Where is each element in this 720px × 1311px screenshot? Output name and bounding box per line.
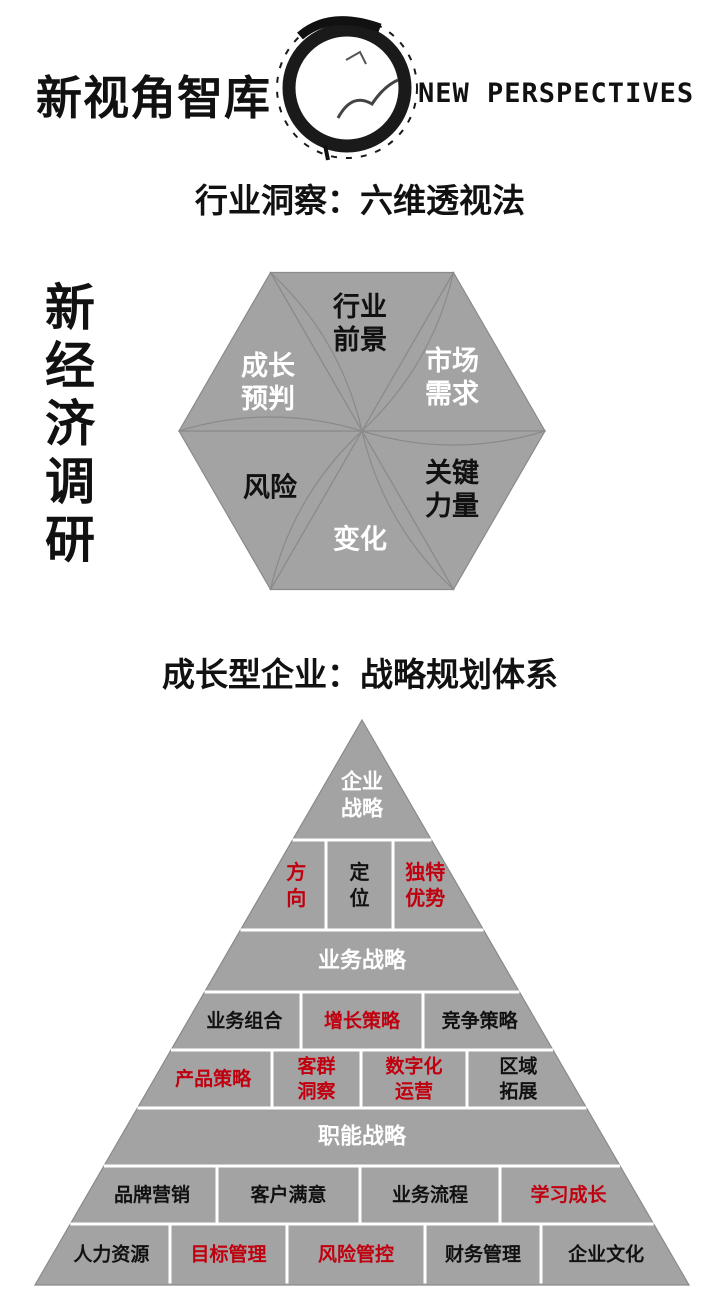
pyramid-cell-label: 方 [286, 860, 306, 884]
pyramid-cell-label: 客群 [297, 1055, 335, 1078]
hexagon-segment-label: 需求 [425, 379, 479, 410]
pyramid-cell-label: 竞争策略 [442, 1009, 519, 1032]
pyramid-cell-label: 位 [350, 886, 370, 910]
pyramid-cell-label: 产品策略 [175, 1067, 252, 1090]
pyramid-cell-label: 拓展 [499, 1080, 537, 1103]
hexagon-divider-line [178, 416, 363, 432]
pyramid-cell-label: 财务管理 [445, 1243, 521, 1266]
pyramid-cell-label: 人力资源 [73, 1243, 149, 1266]
pyramid-cell-label: 增长策略 [324, 1009, 401, 1032]
hexagon-segment-label: 预判 [241, 384, 295, 415]
pyramid-cell-label: 客户满意 [250, 1183, 326, 1206]
pyramid-section-title: 成长型企业：战略规划体系 [162, 655, 558, 694]
pyramid-cell-label: 业务战略 [318, 948, 407, 974]
pyramid-cell-label: 战略 [341, 797, 384, 821]
hexagon-divider-line [269, 430, 363, 590]
logo-chinese-text: 新视角智库 [36, 71, 271, 125]
side-label-char: 调 [45, 453, 95, 511]
pyramid-cell-label: 企业文化 [567, 1243, 644, 1266]
pyramid-cell-label: 优势 [405, 886, 445, 910]
pyramid-cell-label: 区域 [499, 1055, 537, 1078]
hexagon-segment-label: 风险 [243, 472, 298, 504]
pyramid-cell-label: 学习成长 [530, 1183, 607, 1206]
pyramid-shape [33, 718, 691, 1286]
hexagon-section-title: 行业洞察：六维透视法 [195, 181, 525, 220]
side-label-char: 新 [45, 279, 95, 337]
hexagon-segment [269, 271, 455, 433]
hexagon-segment-label: 市场 [425, 345, 479, 377]
hexagon-segment [177, 271, 364, 432]
pyramid-cell-label: 独特 [405, 860, 445, 884]
hexagon-divider-line [270, 272, 363, 432]
pyramid-cell-label: 运营 [395, 1080, 433, 1103]
hexagon-segment [177, 430, 364, 591]
hexagon-segment-label: 变化 [333, 524, 387, 556]
pyramid-cell-label: 企业 [340, 770, 383, 794]
hexagon-segment [360, 430, 547, 591]
hexagon-segment-label: 行业 [332, 291, 387, 323]
pyramid-cell-label: 目标管理 [190, 1243, 266, 1266]
logo-english-text: NEW PERSPECTIVES [418, 78, 695, 109]
side-label-char: 济 [45, 395, 95, 453]
pyramid-cell-label: 职能战略 [318, 1124, 407, 1150]
pyramid-cell-label: 风险管控 [318, 1243, 394, 1266]
hexagon-divider-line [361, 272, 455, 432]
pyramid-cell-label: 业务组合 [206, 1009, 283, 1032]
pyramid-cell-label: 向 [286, 886, 306, 910]
pyramid-cell-label: 洞察 [297, 1080, 336, 1103]
hexagon-divider-line [361, 430, 454, 590]
hexagon-divider-line [361, 430, 546, 446]
side-label-char: 研 [45, 511, 95, 569]
pyramid-cell-label: 数字化 [385, 1055, 442, 1078]
hexagon-segment-label: 成长 [241, 351, 296, 382]
hexagon-segment-label: 力量 [425, 491, 479, 522]
hexagon-segment-label: 关键 [425, 457, 479, 489]
hexagon-segment [269, 429, 455, 591]
pyramid-cell-label: 品牌营销 [114, 1183, 190, 1206]
hexagon-segment-label: 前景 [333, 324, 387, 356]
hexagon-segment [360, 271, 547, 432]
side-label-char: 经 [45, 337, 95, 395]
pyramid-cell-label: 定 [350, 860, 370, 884]
pyramid-cell-label: 业务流程 [392, 1183, 468, 1206]
